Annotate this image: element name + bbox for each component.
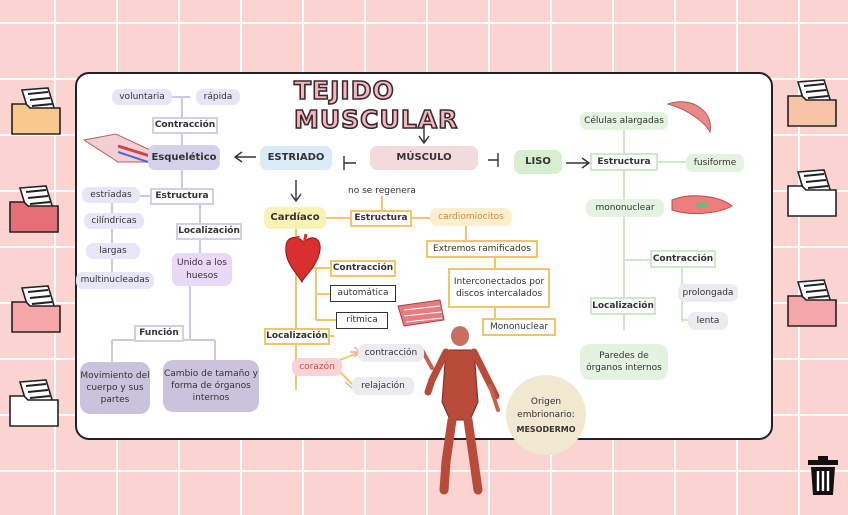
prolongada-label: prolongada: [678, 284, 738, 302]
paredes-label: Paredes de órganos internos: [580, 344, 668, 380]
estriadas-label: estriadas: [82, 187, 140, 203]
folder-icon[interactable]: [6, 184, 64, 234]
folder-icon[interactable]: [784, 78, 842, 128]
origen-value: MESODERMO: [516, 424, 576, 434]
esqueletico-funcion-label: Función: [134, 325, 184, 342]
esqueletico-node: Esquelético: [148, 145, 220, 170]
cardiaco-mononuclear-label: Mononuclear: [482, 318, 556, 336]
fusiforme-label: fusiforme: [686, 154, 744, 172]
movimiento-label: Movimiento del cuerpo y sus partes: [80, 362, 150, 414]
origen-circle: Origen embrionario: MESODERMO: [506, 375, 586, 455]
relajacion-label: relajación: [352, 377, 414, 395]
musculo-node: MÚSCULO: [370, 146, 478, 170]
cilindricas-label: cilíndricas: [84, 213, 144, 229]
corazon-label: corazón: [292, 358, 342, 376]
cardiaco-localizacion-label: Localización: [264, 328, 330, 345]
trash-icon[interactable]: [806, 456, 840, 496]
liso-mononuclear-label: mononuclear: [586, 199, 664, 217]
liso-node: LISO: [514, 150, 562, 174]
esqueletico-contraccion-label: Contracción: [152, 117, 218, 134]
folder-icon[interactable]: [784, 168, 842, 218]
liso-estructura-label: Estructura: [590, 153, 658, 171]
folder-icon[interactable]: [8, 284, 66, 334]
cardiaco-contraccion-label: Contracción: [330, 260, 396, 277]
esqueletico-estructura-label: Estructura: [150, 188, 214, 205]
extremos-label: Extremos ramificados: [426, 240, 538, 258]
automatica-label: automática: [330, 285, 396, 302]
page-title: TEJIDO MUSCULAR: [293, 75, 459, 135]
lenta-label: lenta: [688, 312, 728, 330]
no-regenera-label: no se regenera: [348, 185, 416, 196]
folder-icon[interactable]: [8, 86, 66, 136]
folder-icon[interactable]: [784, 278, 842, 328]
celulas-alargadas-label: Células alargadas: [580, 112, 668, 130]
origen-label: Origen embrionario:: [517, 397, 575, 420]
interconectados-label: Interconectados por discos intercalados: [448, 268, 550, 308]
largas-label: largas: [86, 243, 140, 259]
cardiaco-estructura-label: Estructura: [350, 210, 412, 227]
voluntaria-label: voluntaria: [112, 89, 172, 105]
ritmica-label: rítmica: [336, 312, 388, 329]
cambio-label: Cambio de tamaño y forma de órganos inte…: [163, 360, 259, 412]
multinucleadas-label: multinucleadas: [76, 272, 154, 289]
contraccion-corazon-label: contracción: [358, 344, 424, 362]
cardiaco-node: Cardíaco: [264, 207, 326, 229]
cardiomiocitos-label: cardiomiocitos: [430, 208, 512, 226]
folder-icon[interactable]: [6, 378, 64, 428]
unido-huesos-label: Unido a los huesos: [172, 253, 232, 286]
rapida-label: rápida: [196, 89, 240, 105]
esqueletico-localizacion-label: Localización: [176, 223, 242, 240]
estriado-node: ESTRIADO: [260, 146, 332, 170]
liso-contraccion-label: Contracción: [650, 250, 716, 268]
liso-localizacion-label: Localización: [590, 297, 656, 315]
